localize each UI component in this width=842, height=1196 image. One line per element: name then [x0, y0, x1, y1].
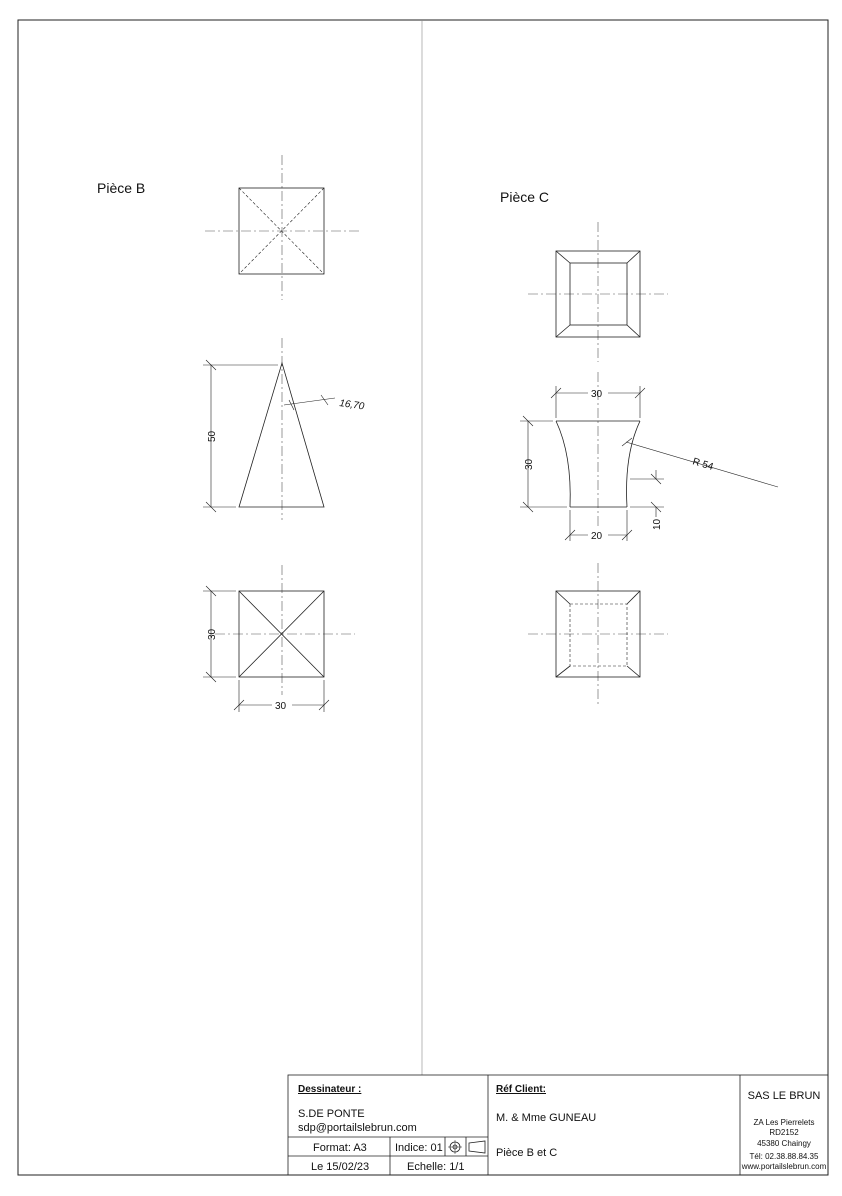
piece-c: Pièce C	[500, 189, 779, 705]
piece-c-dim-base-height: 10	[652, 518, 663, 530]
piece-b-dim-side: 30	[207, 628, 218, 640]
piece-c-dim-radius: R 54	[691, 456, 715, 473]
piece-c-dim-base-width: 20	[591, 531, 603, 542]
piece-c-dim-top-width: 30	[591, 389, 603, 400]
indice-cell: Indice: 01	[395, 1142, 443, 1154]
date-cell: Le 15/02/23	[311, 1161, 369, 1173]
company-phone: Tél: 02.38.88.84.35	[750, 1152, 819, 1161]
piece-c-top-view	[528, 222, 668, 362]
piece-c-bottom-view	[528, 563, 668, 705]
piece-c-title: Pièce C	[500, 189, 549, 205]
piece-b-dim-width: 30	[275, 701, 287, 712]
scale-cell: Echelle: 1/1	[407, 1161, 464, 1173]
piece-b: Pièce B 50 16,70	[97, 155, 365, 712]
company-name: SAS LE BRUN	[748, 1090, 821, 1102]
client-name: M. & Mme GUNEAU	[496, 1112, 596, 1124]
piece-b-dim-base-half: 16,70	[339, 398, 366, 412]
company-addr1: ZA Les Pierrelets	[754, 1118, 815, 1127]
title-block	[287, 1074, 829, 1176]
designer-name: S.DE PONTE	[298, 1108, 365, 1120]
company-addr3: 45380 Chaingy	[757, 1139, 811, 1148]
piece-b-front-view	[203, 338, 336, 520]
piece-b-top-view	[205, 155, 360, 300]
company-addr2: RD2152	[769, 1128, 799, 1137]
designer-email: sdp@portailslebrun.com	[298, 1122, 417, 1134]
piece-b-bottom-view	[203, 565, 355, 712]
piece-c-front-view	[520, 372, 779, 541]
designer-label: Dessinateur :	[298, 1084, 361, 1095]
projection-symbol-icon	[448, 1140, 486, 1154]
format-cell: Format: A3	[313, 1142, 367, 1154]
client-label: Réf Client:	[496, 1084, 546, 1095]
subject: Pièce B et C	[496, 1147, 557, 1159]
piece-b-title: Pièce B	[97, 180, 145, 196]
piece-c-dim-height: 30	[524, 458, 535, 470]
piece-b-dim-height: 50	[207, 430, 218, 442]
company-web: www.portailslebrun.com	[741, 1162, 827, 1171]
